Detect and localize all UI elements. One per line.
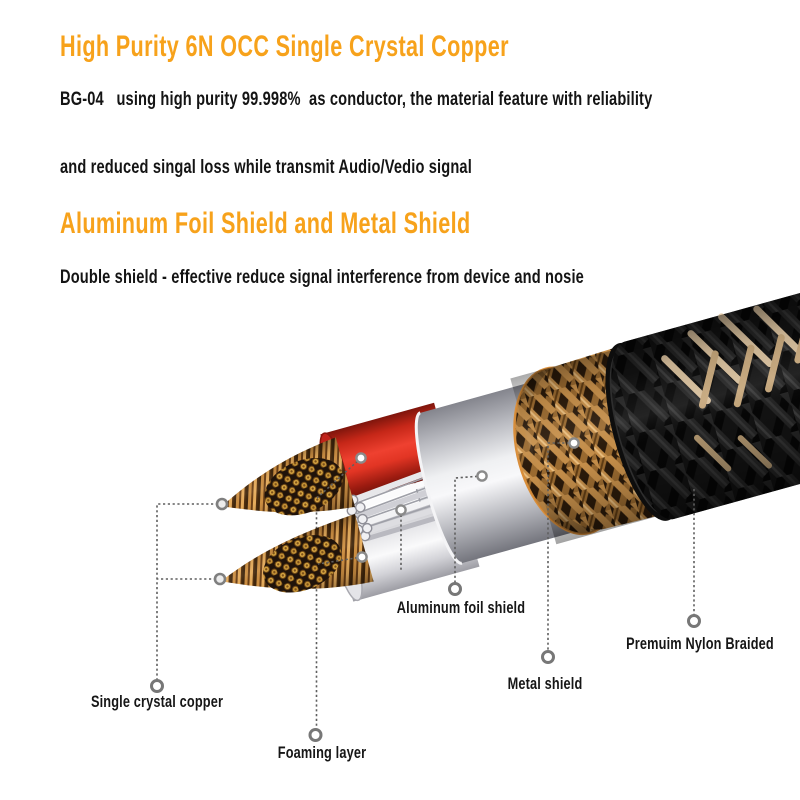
nylon-braid-layer	[605, 271, 800, 521]
section2-body: Double shield - effective reduce signal …	[60, 266, 584, 288]
section1-body-line2: and reduced singal loss while transmit A…	[60, 156, 472, 178]
label-metal-shield: Metal shield	[507, 674, 583, 693]
metal-shield-anchor-dot	[568, 437, 580, 449]
section1-heading: High Purity 6N OCC Single Crystal Copper	[60, 30, 509, 63]
label-premium-nylon-braided: Premuim Nylon Braided	[626, 634, 774, 653]
white-conductor-anchor-dot	[356, 551, 368, 563]
aluminum-foil-shield-dot	[448, 582, 462, 596]
label-aluminum-foil-shield: Aluminum foil shield	[396, 598, 526, 617]
cable-body	[220, 271, 800, 602]
wire-tip-ferrule-lower	[213, 572, 227, 586]
single-crystal-copper-callout-line	[156, 503, 218, 680]
section2-heading: Aluminum Foil Shield and Metal Shield	[60, 207, 471, 240]
metal-shield-dot	[541, 650, 555, 664]
label-foaming-layer: Foaming layer	[277, 743, 367, 762]
red-conductor-anchor-dot	[355, 452, 367, 464]
copper-conductor-lower	[220, 513, 374, 593]
single-crystal-copper-dot	[150, 679, 164, 693]
foil-anchor-dot	[476, 470, 488, 482]
premium-nylon-braided-dot	[687, 614, 701, 628]
section1-body-line1: BG-04 using high purity 99.998% as condu…	[60, 88, 653, 110]
label-single-crystal-copper: Single crystal copper	[90, 692, 224, 711]
aluminum-foil-shield-callout-line	[454, 475, 483, 583]
wire-tip-ferrule-upper	[215, 497, 229, 511]
foam-strands-anchor-dot	[395, 504, 407, 516]
foaming-layer-callout-line	[316, 457, 402, 571]
metal-shield-callout-line	[547, 442, 574, 651]
section1-body: BG-04 using high purity 99.998% as condu…	[60, 82, 652, 184]
foaming-layer-dot	[308, 728, 323, 742]
